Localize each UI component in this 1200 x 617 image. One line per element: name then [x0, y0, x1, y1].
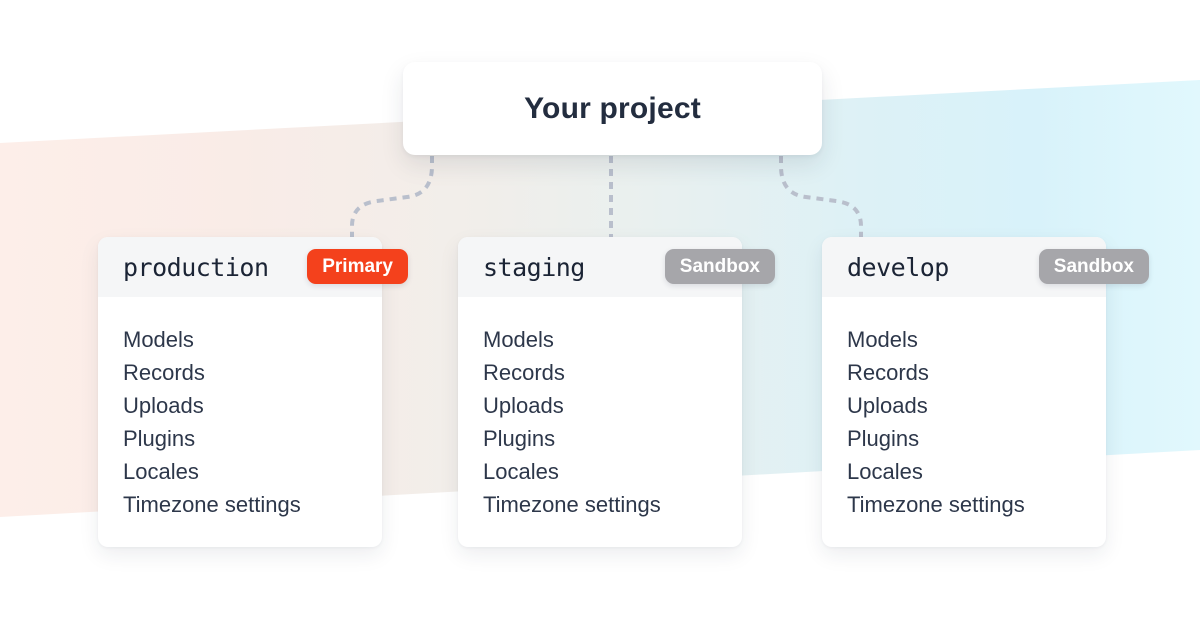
list-item: Records	[483, 360, 565, 385]
list-item: Timezone settings	[123, 492, 301, 517]
env-card-develop: develop Sandbox Models Records Uploads P…	[822, 237, 1149, 547]
project-title: Your project	[524, 91, 701, 125]
list-item: Uploads	[483, 393, 564, 418]
project-root-card: Your project	[403, 62, 822, 155]
list-item: Timezone settings	[847, 492, 1025, 517]
list-item: Models	[483, 327, 554, 352]
connector-right	[779, 156, 863, 237]
list-item: Locales	[483, 459, 559, 484]
env-feature-list: Models Records Uploads Plugins Locales T…	[458, 297, 742, 521]
list-item: Uploads	[847, 393, 928, 418]
list-item: Models	[847, 327, 918, 352]
env-feature-list: Models Records Uploads Plugins Locales T…	[98, 297, 382, 521]
list-item: Plugins	[483, 426, 556, 451]
sandbox-badge: Sandbox	[664, 249, 775, 284]
env-name: production	[123, 252, 269, 282]
env-card-header: develop Sandbox	[822, 237, 1149, 297]
list-item: Plugins	[847, 426, 920, 451]
sandbox-badge: Sandbox	[1038, 249, 1149, 284]
list-item: Uploads	[123, 393, 204, 418]
list-item: Records	[123, 360, 205, 385]
connector-left	[350, 156, 434, 237]
list-item: Locales	[847, 459, 923, 484]
env-name: staging	[483, 252, 585, 282]
env-card-header: staging Sandbox	[458, 237, 775, 297]
env-card-header: production Primary	[98, 237, 408, 297]
list-item: Locales	[123, 459, 199, 484]
list-item: Timezone settings	[483, 492, 661, 517]
primary-badge: Primary	[307, 249, 408, 284]
env-card-staging: staging Sandbox Models Records Uploads P…	[458, 237, 775, 547]
env-name: develop	[847, 252, 949, 282]
env-card-production: production Primary Models Records Upload…	[98, 237, 408, 547]
env-feature-list: Models Records Uploads Plugins Locales T…	[822, 297, 1106, 521]
list-item: Models	[123, 327, 194, 352]
list-item: Plugins	[123, 426, 196, 451]
list-item: Records	[847, 360, 929, 385]
